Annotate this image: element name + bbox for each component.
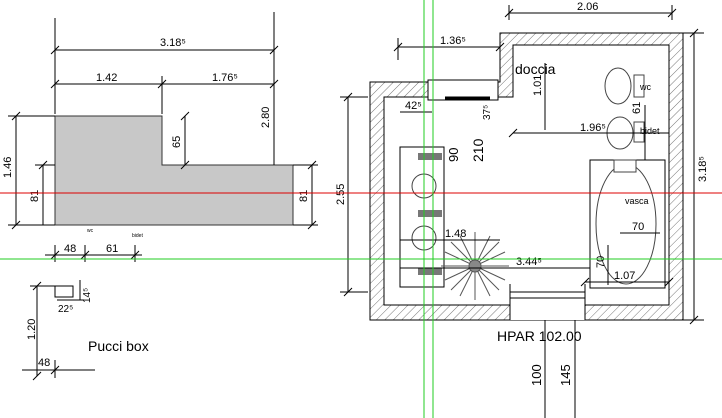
dim-bottom-b-label: 61 bbox=[106, 243, 118, 255]
tub-label: vasca bbox=[625, 196, 649, 206]
bidet-label: bidet bbox=[640, 126, 660, 136]
shower-bar[interactable] bbox=[427, 79, 499, 101]
room-shower-width-label: 1.36⁵ bbox=[440, 35, 466, 47]
plant-symbol bbox=[441, 232, 509, 300]
door-label: HPAR 102.00 bbox=[497, 328, 582, 344]
dim-plan-right: 81 bbox=[293, 160, 318, 230]
room-top-width-label: 2.06 bbox=[577, 1, 598, 13]
dim-overall-width-label: 3.18⁵ bbox=[160, 37, 186, 49]
room-tub-width-label: 1.07 bbox=[614, 270, 635, 282]
pucci-dim-small-b: 14⁵ bbox=[82, 288, 93, 303]
room-tub-70b-label: 70 bbox=[595, 256, 607, 268]
dim-segments: 1.42 1.76⁵ bbox=[50, 72, 279, 114]
dim-plan-left: 1.46 81 bbox=[2, 111, 55, 230]
dim-bottom-a-label: 48 bbox=[64, 243, 76, 255]
floor-mark-wc: wc bbox=[87, 228, 94, 234]
room-cabinet-depth-label: 37⁵ bbox=[482, 105, 493, 120]
floor-mark-bidet: bidet bbox=[132, 233, 143, 239]
cabinet-drawer-1 bbox=[418, 153, 442, 160]
bathroom-plan: doccia wc bidet vasca bbox=[335, 1, 709, 418]
dim-right-low-label: 81 bbox=[298, 190, 310, 202]
dim-notch: 65 bbox=[171, 111, 190, 170]
pucci-dim-w-label: 48 bbox=[38, 357, 50, 369]
pucci-box-shape[interactable] bbox=[54, 285, 74, 298]
shower-label: doccia bbox=[515, 61, 556, 77]
pucci-dim-small-a: 22⁵ bbox=[58, 304, 73, 315]
room-dim-210-label: 210 bbox=[470, 138, 486, 162]
wc-label: wc bbox=[639, 82, 651, 92]
dim-left-height-label: 1.46 bbox=[2, 157, 14, 178]
dim-right-segment-label: 1.76⁵ bbox=[212, 72, 238, 84]
cabinet-drawer-2 bbox=[418, 210, 442, 217]
room-dims: 2.06 1.36⁵ 1.01 42⁵ 37⁵ 90 210 1.96⁵ 61 bbox=[335, 1, 709, 418]
dim-plan-height-label: 2.80 bbox=[260, 107, 272, 128]
room-dim-61-label: 61 bbox=[631, 102, 643, 114]
room-shower-depth-label: 1.01 bbox=[532, 75, 544, 96]
dim-plan-height: 2.80 bbox=[260, 20, 275, 165]
door-opening[interactable] bbox=[510, 284, 585, 320]
wc-fixture[interactable] bbox=[604, 67, 632, 105]
room-dim-90-label: 90 bbox=[446, 148, 461, 162]
room-mid-344-label: 3.44⁵ bbox=[516, 256, 542, 268]
room-cabinet-offset-label: 42⁵ bbox=[405, 100, 422, 112]
dim-left-segment-label: 1.42 bbox=[96, 72, 117, 84]
pucci-title: Pucci box bbox=[88, 338, 149, 354]
room-dim-100-label: 100 bbox=[529, 364, 544, 386]
dim-notch-label: 65 bbox=[171, 136, 183, 148]
cabinet-drawer-3 bbox=[418, 268, 442, 275]
floor-shape[interactable] bbox=[54, 115, 294, 226]
room-left-height-label: 2.55 bbox=[335, 184, 347, 205]
room-tub-70a-label: 70 bbox=[632, 221, 644, 233]
room-mid-148-label: 1.48 bbox=[445, 228, 466, 240]
pucci-dim-h-label: 1.20 bbox=[26, 319, 38, 340]
pucci-box: 1.20 48 22⁵ 14⁵ Pucci box bbox=[22, 280, 149, 381]
dim-left-low-label: 81 bbox=[29, 190, 41, 202]
floor-plan: wc bidet 3.18⁵ 1.42 1.76⁵ 2.80 bbox=[2, 12, 318, 262]
room-total-height-label: 3.18⁵ bbox=[697, 156, 709, 182]
room-dim-145-label: 145 bbox=[558, 364, 573, 386]
room-span-196-label: 1.96⁵ bbox=[580, 122, 606, 134]
